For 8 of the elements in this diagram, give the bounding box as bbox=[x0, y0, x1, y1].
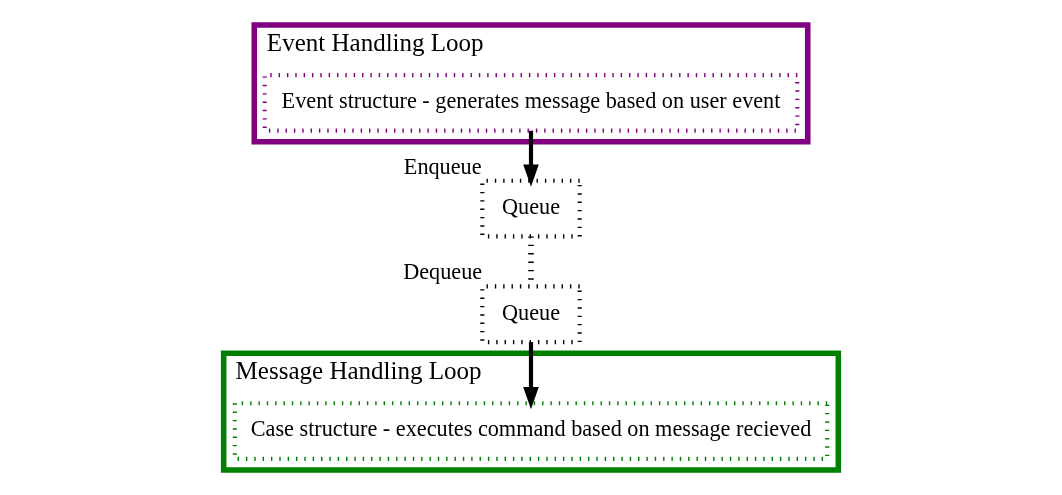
node-label: Enqueue bbox=[403, 153, 482, 179]
arrow bbox=[523, 130, 539, 187]
node-label: Dequeue bbox=[403, 259, 483, 285]
node-box: Queue bbox=[480, 178, 582, 239]
node-box: Queue bbox=[480, 284, 582, 345]
arrow bbox=[523, 342, 539, 410]
node-box: Event structure - generates message based on user event bbox=[262, 73, 800, 133]
node-box: Case structure - executes command based on message recieved bbox=[232, 401, 830, 461]
